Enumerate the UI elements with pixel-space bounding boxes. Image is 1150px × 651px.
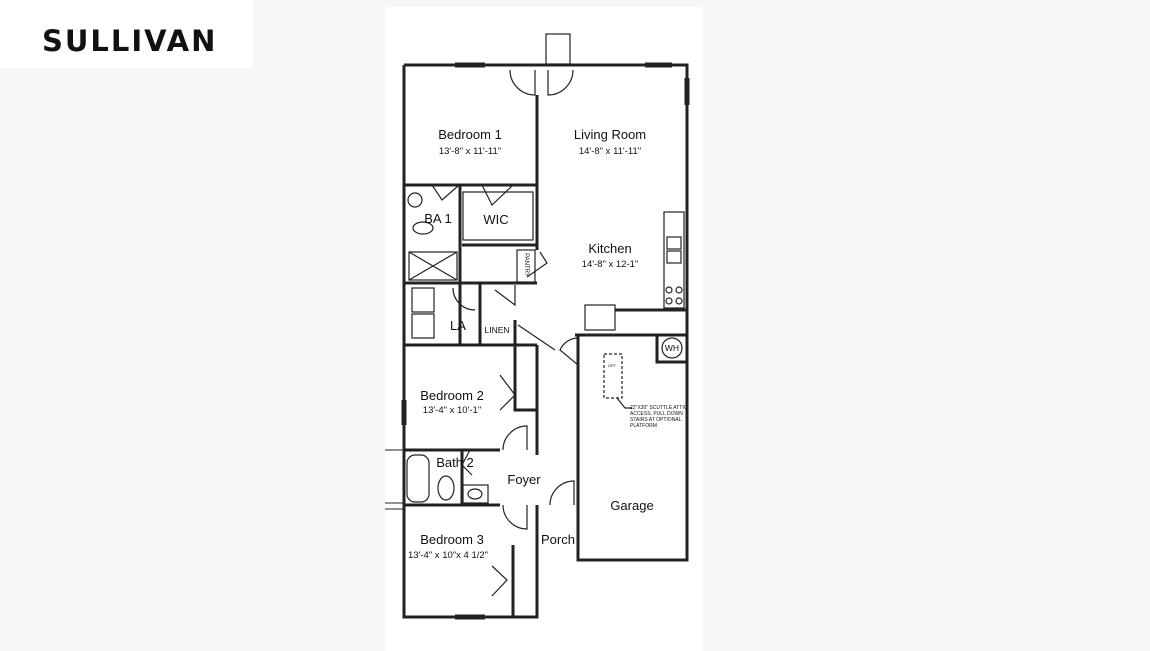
room-label-linen: LINEN bbox=[484, 325, 510, 335]
room-dimensions-bedroom-2: 13'-4" x 10'-1" bbox=[422, 405, 482, 416]
room-label-la: LA bbox=[450, 318, 466, 333]
attic-opt-label: OPT bbox=[607, 363, 617, 368]
logo-panel: SULLIVAN bbox=[0, 0, 253, 68]
room-label-foyer: Foyer bbox=[507, 472, 541, 487]
room-label-garage: Garage bbox=[610, 498, 654, 513]
room-label-pantry: PANTRY bbox=[523, 253, 529, 277]
room-label-bath-2: Bath 2 bbox=[436, 455, 474, 470]
room-label-living-room: Living Room bbox=[573, 127, 647, 142]
room-label-bedroom-2: Bedroom 2 bbox=[420, 388, 484, 403]
brand-logo: SULLIVAN bbox=[42, 24, 218, 58]
room-dimensions-bedroom-1: 13'-8" x 11'-11" bbox=[438, 146, 502, 157]
floor-plan-sheet bbox=[385, 7, 703, 651]
room-label-ba1: BA 1 bbox=[424, 211, 452, 226]
room-dimensions-kitchen: 14'-8" x 12-1" bbox=[581, 259, 639, 270]
room-label-wic: WIC bbox=[483, 212, 509, 227]
room-label-porch: Porch bbox=[541, 532, 575, 547]
room-label-bedroom-1: Bedroom 1 bbox=[438, 127, 502, 142]
room-label-bedroom-3: Bedroom 3 bbox=[420, 532, 484, 547]
room-label-kitchen: Kitchen bbox=[588, 241, 632, 256]
attic-access-note: 22"X30" SCUTTLE ATTIC ACCESS, PULL DOWN … bbox=[630, 405, 688, 429]
room-dimensions-bedroom-3: 13'-4" x 10"x 4 1/2" bbox=[407, 550, 489, 561]
water-heater-label: WH bbox=[664, 343, 680, 353]
room-dimensions-living-room: 14'-8" x 11'-11" bbox=[578, 146, 642, 157]
